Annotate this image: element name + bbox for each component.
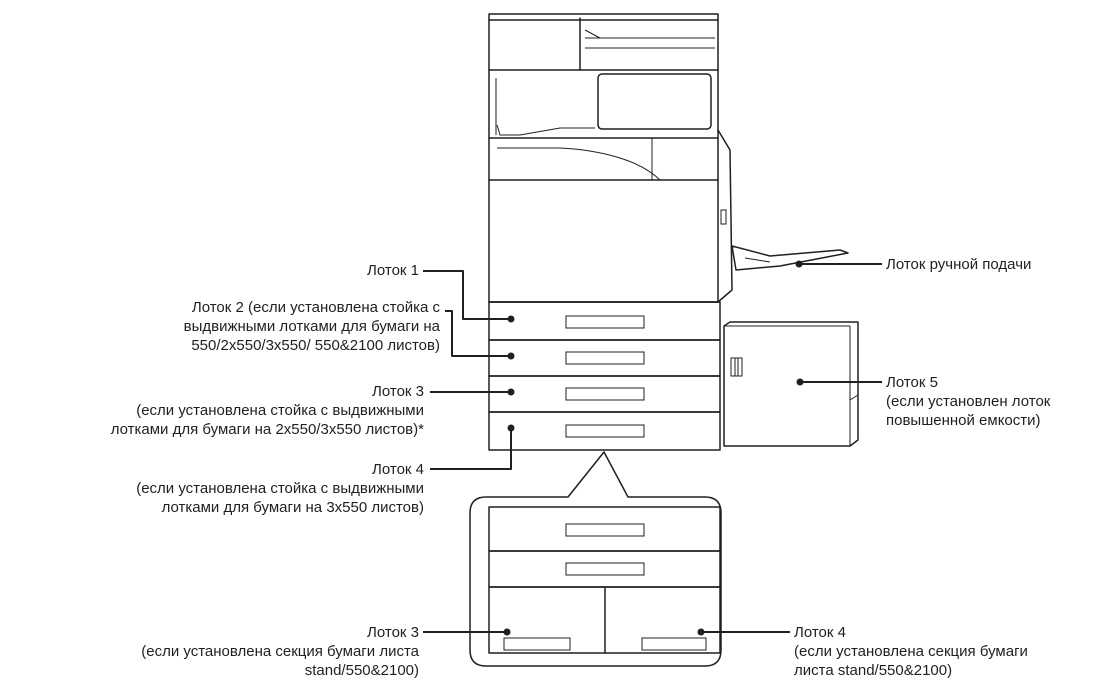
tray4-stand-line-3: листа stand/550&2100) (794, 662, 953, 679)
tray2-line-2: выдвижными лотками для бумаги на (183, 318, 440, 335)
tray3-stand-line-1: Лоток 3 (367, 624, 419, 641)
tray3-label: Лоток 3 (если установлена стойка с выдви… (111, 382, 424, 439)
tray4-line-3: лотками для бумаги на 3x550 листов) (161, 499, 424, 516)
leader-lines (423, 260, 882, 636)
large-capacity-tray (723, 321, 859, 447)
tray2-line-1: Лоток 2 (если установлена стойка с (191, 299, 440, 316)
tray2-line-3: 550/2x550/3x550/ 550&2100 листов) (191, 337, 440, 354)
tray4-line-2: (если установлена стойка с выдвижными (136, 480, 424, 497)
tray3-stand-line-3: stand/550&2100) (304, 662, 419, 679)
bypass-tray-label: Лоток ручной подачи (886, 255, 1031, 274)
stand-callout (469, 451, 722, 667)
tray2-label: Лоток 2 (если установлена стойка с выдви… (184, 298, 440, 355)
tray1-label: Лоток 1 (367, 261, 419, 280)
tray3-line-3: лотками для бумаги на 2x550/3x550 листов… (110, 421, 424, 438)
tray3-stand-label: Лоток 3 (если установлена секция бумаги … (141, 623, 419, 680)
paper-drawers (488, 301, 721, 451)
tray5-line-3: повышенной емкости) (886, 412, 1041, 429)
tray5-label: Лоток 5 (если установлен лоток повышенно… (886, 373, 1050, 430)
tray4-label: Лоток 4 (если установлена стойка с выдви… (136, 460, 424, 517)
tray1-title: Лоток 1 (367, 262, 419, 279)
tray3-line-2: (если установлена стойка с выдвижными (136, 402, 424, 419)
tray4-line-1: Лоток 4 (372, 461, 424, 478)
tray5-line-2: (если установлен лоток (886, 393, 1051, 410)
tray4-stand-line-1: Лоток 4 (794, 624, 846, 641)
tray4-stand-label: Лоток 4 (если установлена секция бумаги … (794, 623, 1028, 680)
bypass-tray-title: Лоток ручной подачи (886, 256, 1032, 273)
tray4-stand-line-2: (если установлена секция бумаги (794, 643, 1028, 660)
tray3-stand-line-2: (если установлена секция бумаги листа (141, 643, 419, 660)
printer-body (488, 13, 849, 303)
tray3-line-1: Лоток 3 (372, 383, 424, 400)
tray5-line-1: Лоток 5 (886, 374, 938, 391)
